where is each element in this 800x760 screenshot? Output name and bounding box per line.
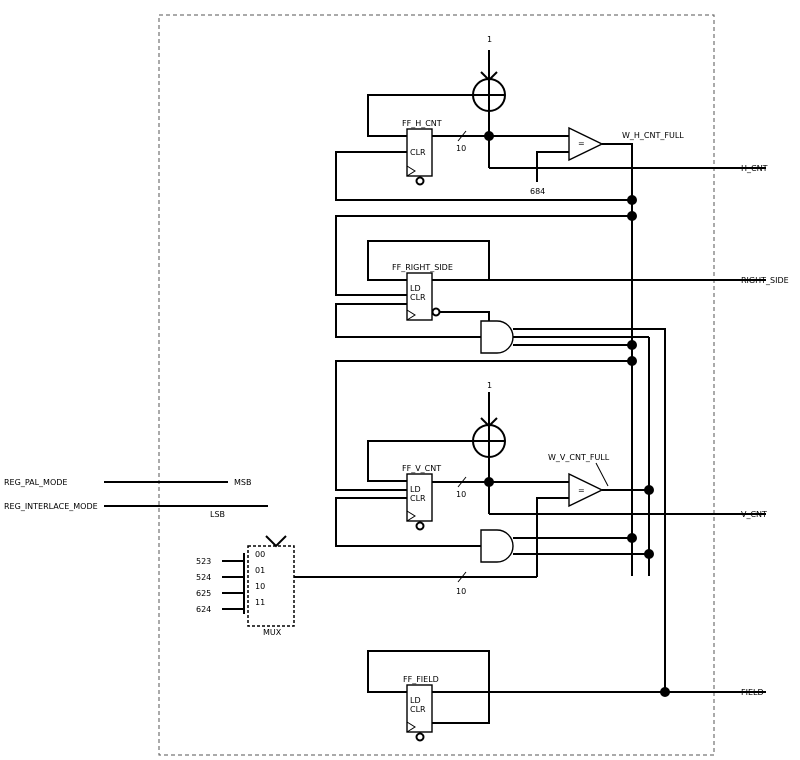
ff-v-cnt bbox=[406, 473, 433, 531]
h-comparator-eq: = bbox=[578, 139, 585, 148]
right-side-feedback-wire bbox=[367, 240, 490, 281]
h-full-junction-4 bbox=[627, 356, 637, 366]
ff-v-cnt-clr: CLR bbox=[410, 494, 426, 503]
right-side-and-gate bbox=[480, 320, 514, 354]
ff-field-ld: LD bbox=[410, 696, 421, 705]
h-full-junction-2 bbox=[627, 211, 637, 221]
lsb-label: LSB bbox=[210, 510, 225, 519]
h-cnt-junction bbox=[484, 131, 494, 141]
h-increment-label: 1 bbox=[487, 35, 492, 44]
v-ld-wire bbox=[335, 360, 632, 491]
v-full-label: W_V_CNT_FULL bbox=[548, 453, 610, 462]
module-boundary bbox=[158, 14, 715, 756]
h-full-label: W_H_CNT_FULL bbox=[622, 131, 684, 140]
right-side-clr-wire bbox=[335, 303, 481, 338]
v-compare-mux-wire bbox=[536, 497, 569, 577]
ff-right-side-ld: LD bbox=[410, 284, 421, 293]
h-full-junction-3 bbox=[627, 340, 637, 350]
right-side-section: FF_RIGHT_SIDE LD CLR RIGHT_SIDE bbox=[335, 211, 789, 692]
mux-select-arrow bbox=[265, 535, 287, 548]
mux-sel-01: 01 bbox=[255, 566, 265, 575]
h-compare-const: 684 bbox=[530, 187, 545, 196]
right-side-ld-wire bbox=[335, 215, 632, 296]
right-side-output-label: RIGHT_SIDE bbox=[741, 276, 789, 285]
v-full-junction-1 bbox=[644, 485, 654, 495]
h-full-junction-5 bbox=[627, 533, 637, 543]
ff-h-cnt bbox=[406, 128, 433, 186]
v-adder bbox=[472, 424, 506, 458]
ff-h-cnt-clr: CLR bbox=[410, 148, 426, 157]
ff-field-clr: CLR bbox=[410, 705, 426, 714]
h-full-wire bbox=[602, 143, 633, 576]
ff-right-side-clr: CLR bbox=[410, 293, 426, 302]
mux-bus-width-slash bbox=[457, 571, 467, 583]
h-clr-wire bbox=[335, 151, 632, 201]
v-comparator bbox=[568, 472, 604, 508]
v-clr-wire bbox=[335, 497, 481, 547]
field-junction bbox=[660, 687, 670, 697]
mux-label: MUX bbox=[263, 628, 282, 637]
v-full-label-leader bbox=[595, 462, 609, 487]
ff-h-cnt-label: FF_H_CNT bbox=[402, 119, 442, 128]
mux-sel-11: 11 bbox=[255, 598, 265, 607]
mux-const-524: 524 bbox=[196, 573, 211, 582]
h-bus-width-label: 10 bbox=[456, 144, 466, 153]
v-cnt-output-label: V_CNT bbox=[741, 510, 767, 519]
h-counter-section: 1 10 FF_H_CNT CLR = 684 W_H_CNT_FULL H_C… bbox=[335, 35, 768, 576]
msb-label: MSB bbox=[234, 478, 251, 487]
v-bus-width-slash bbox=[457, 476, 467, 488]
v-and-gate bbox=[480, 529, 514, 563]
h-cnt-output-label: H_CNT bbox=[741, 164, 768, 173]
mux-box bbox=[247, 545, 295, 627]
ff-field bbox=[406, 684, 433, 742]
ff-right-side bbox=[406, 272, 441, 321]
v-increment-label: 1 bbox=[487, 381, 492, 390]
mux-const-523: 523 bbox=[196, 557, 211, 566]
v-adder-feedback-wire bbox=[367, 440, 473, 482]
mux-bus-width-label: 10 bbox=[456, 587, 466, 596]
h-adder-feedback-wire bbox=[367, 94, 473, 137]
mux-section: REG_PAL_MODE REG_INTERLACE_MODE MSB LSB … bbox=[4, 478, 537, 637]
mux-sel-10: 10 bbox=[255, 582, 265, 591]
field-output-label: FIELD bbox=[741, 688, 764, 697]
h-bus-width-slash bbox=[457, 130, 467, 142]
ff-v-cnt-label: FF_V_CNT bbox=[402, 464, 441, 473]
v-full-junction-2 bbox=[644, 549, 654, 559]
ff-field-label: FF_FIELD bbox=[403, 675, 439, 684]
field-section: FF_FIELD LD CLR FIELD bbox=[367, 650, 766, 742]
mux-sel-00: 00 bbox=[255, 550, 265, 559]
v-counter-section: 1 10 FF_V_CNT LD CLR = W_V_CNT_FULL V_ bbox=[335, 356, 767, 577]
h-full-junction-1 bbox=[627, 195, 637, 205]
field-feedback-wire bbox=[367, 650, 490, 724]
h-comparator bbox=[568, 126, 604, 162]
mux-const-625: 625 bbox=[196, 589, 211, 598]
interlace-mode-label: REG_INTERLACE_MODE bbox=[4, 502, 98, 511]
ff-right-side-label: FF_RIGHT_SIDE bbox=[392, 263, 453, 272]
v-comparator-eq: = bbox=[578, 486, 585, 495]
h-compare-const-wire bbox=[536, 151, 569, 182]
v-bus-width-label: 10 bbox=[456, 490, 466, 499]
pal-mode-label: REG_PAL_MODE bbox=[4, 478, 67, 487]
field-enable-wire bbox=[513, 328, 666, 692]
ff-v-cnt-ld: LD bbox=[410, 485, 421, 494]
h-adder bbox=[472, 78, 506, 112]
mux-const-624: 624 bbox=[196, 605, 211, 614]
v-cnt-junction bbox=[484, 477, 494, 487]
